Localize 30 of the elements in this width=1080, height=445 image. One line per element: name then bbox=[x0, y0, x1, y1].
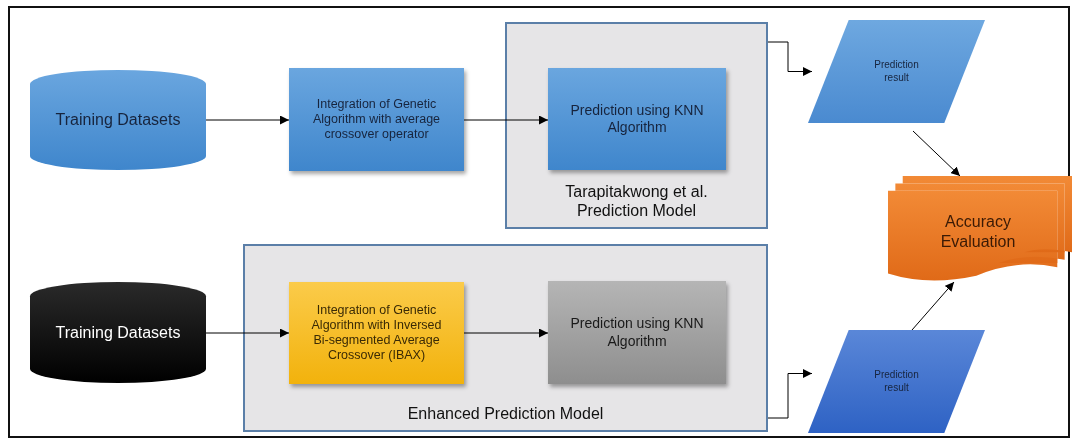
arrow bbox=[463, 328, 549, 338]
model-group-panel bbox=[505, 22, 768, 229]
node-label: Prediction using KNN Algorithm bbox=[569, 101, 705, 137]
arrow bbox=[767, 41, 813, 76]
node-label: Prediction result bbox=[873, 369, 920, 394]
arrow bbox=[205, 115, 290, 125]
process-box bbox=[548, 281, 726, 384]
node-label: Integration of Genetic Algorithm with average crossover operator bbox=[311, 96, 442, 143]
arrow bbox=[767, 369, 813, 419]
node-label: Training Datasets bbox=[54, 110, 182, 130]
output-parallelogram bbox=[808, 330, 985, 433]
process-box bbox=[289, 282, 464, 384]
node-label: Accuracy Evaluation bbox=[939, 212, 1017, 252]
group-title: Tarapitakwong et al. Prediction Model bbox=[564, 181, 709, 221]
output-parallelogram bbox=[808, 20, 985, 123]
multi-document-shape bbox=[888, 176, 1072, 282]
group-title: Enhanced Prediction Model bbox=[406, 404, 605, 424]
arrow bbox=[911, 281, 955, 331]
arrow bbox=[912, 130, 961, 177]
process-box bbox=[289, 68, 464, 171]
database-cylinder bbox=[30, 70, 206, 170]
process-box bbox=[548, 68, 726, 170]
node-label: Prediction result bbox=[873, 59, 920, 84]
model-group-panel bbox=[243, 244, 768, 432]
arrow bbox=[205, 328, 290, 338]
node-label: Prediction using KNN Algorithm bbox=[569, 315, 705, 350]
node-label: Integration of Genetic Algorithm with Inversed Bi-segmented Average Crossover (IBAX) bbox=[310, 302, 443, 364]
node-label: Training Datasets bbox=[54, 322, 182, 343]
arrow bbox=[463, 115, 549, 125]
database-cylinder bbox=[30, 282, 206, 383]
